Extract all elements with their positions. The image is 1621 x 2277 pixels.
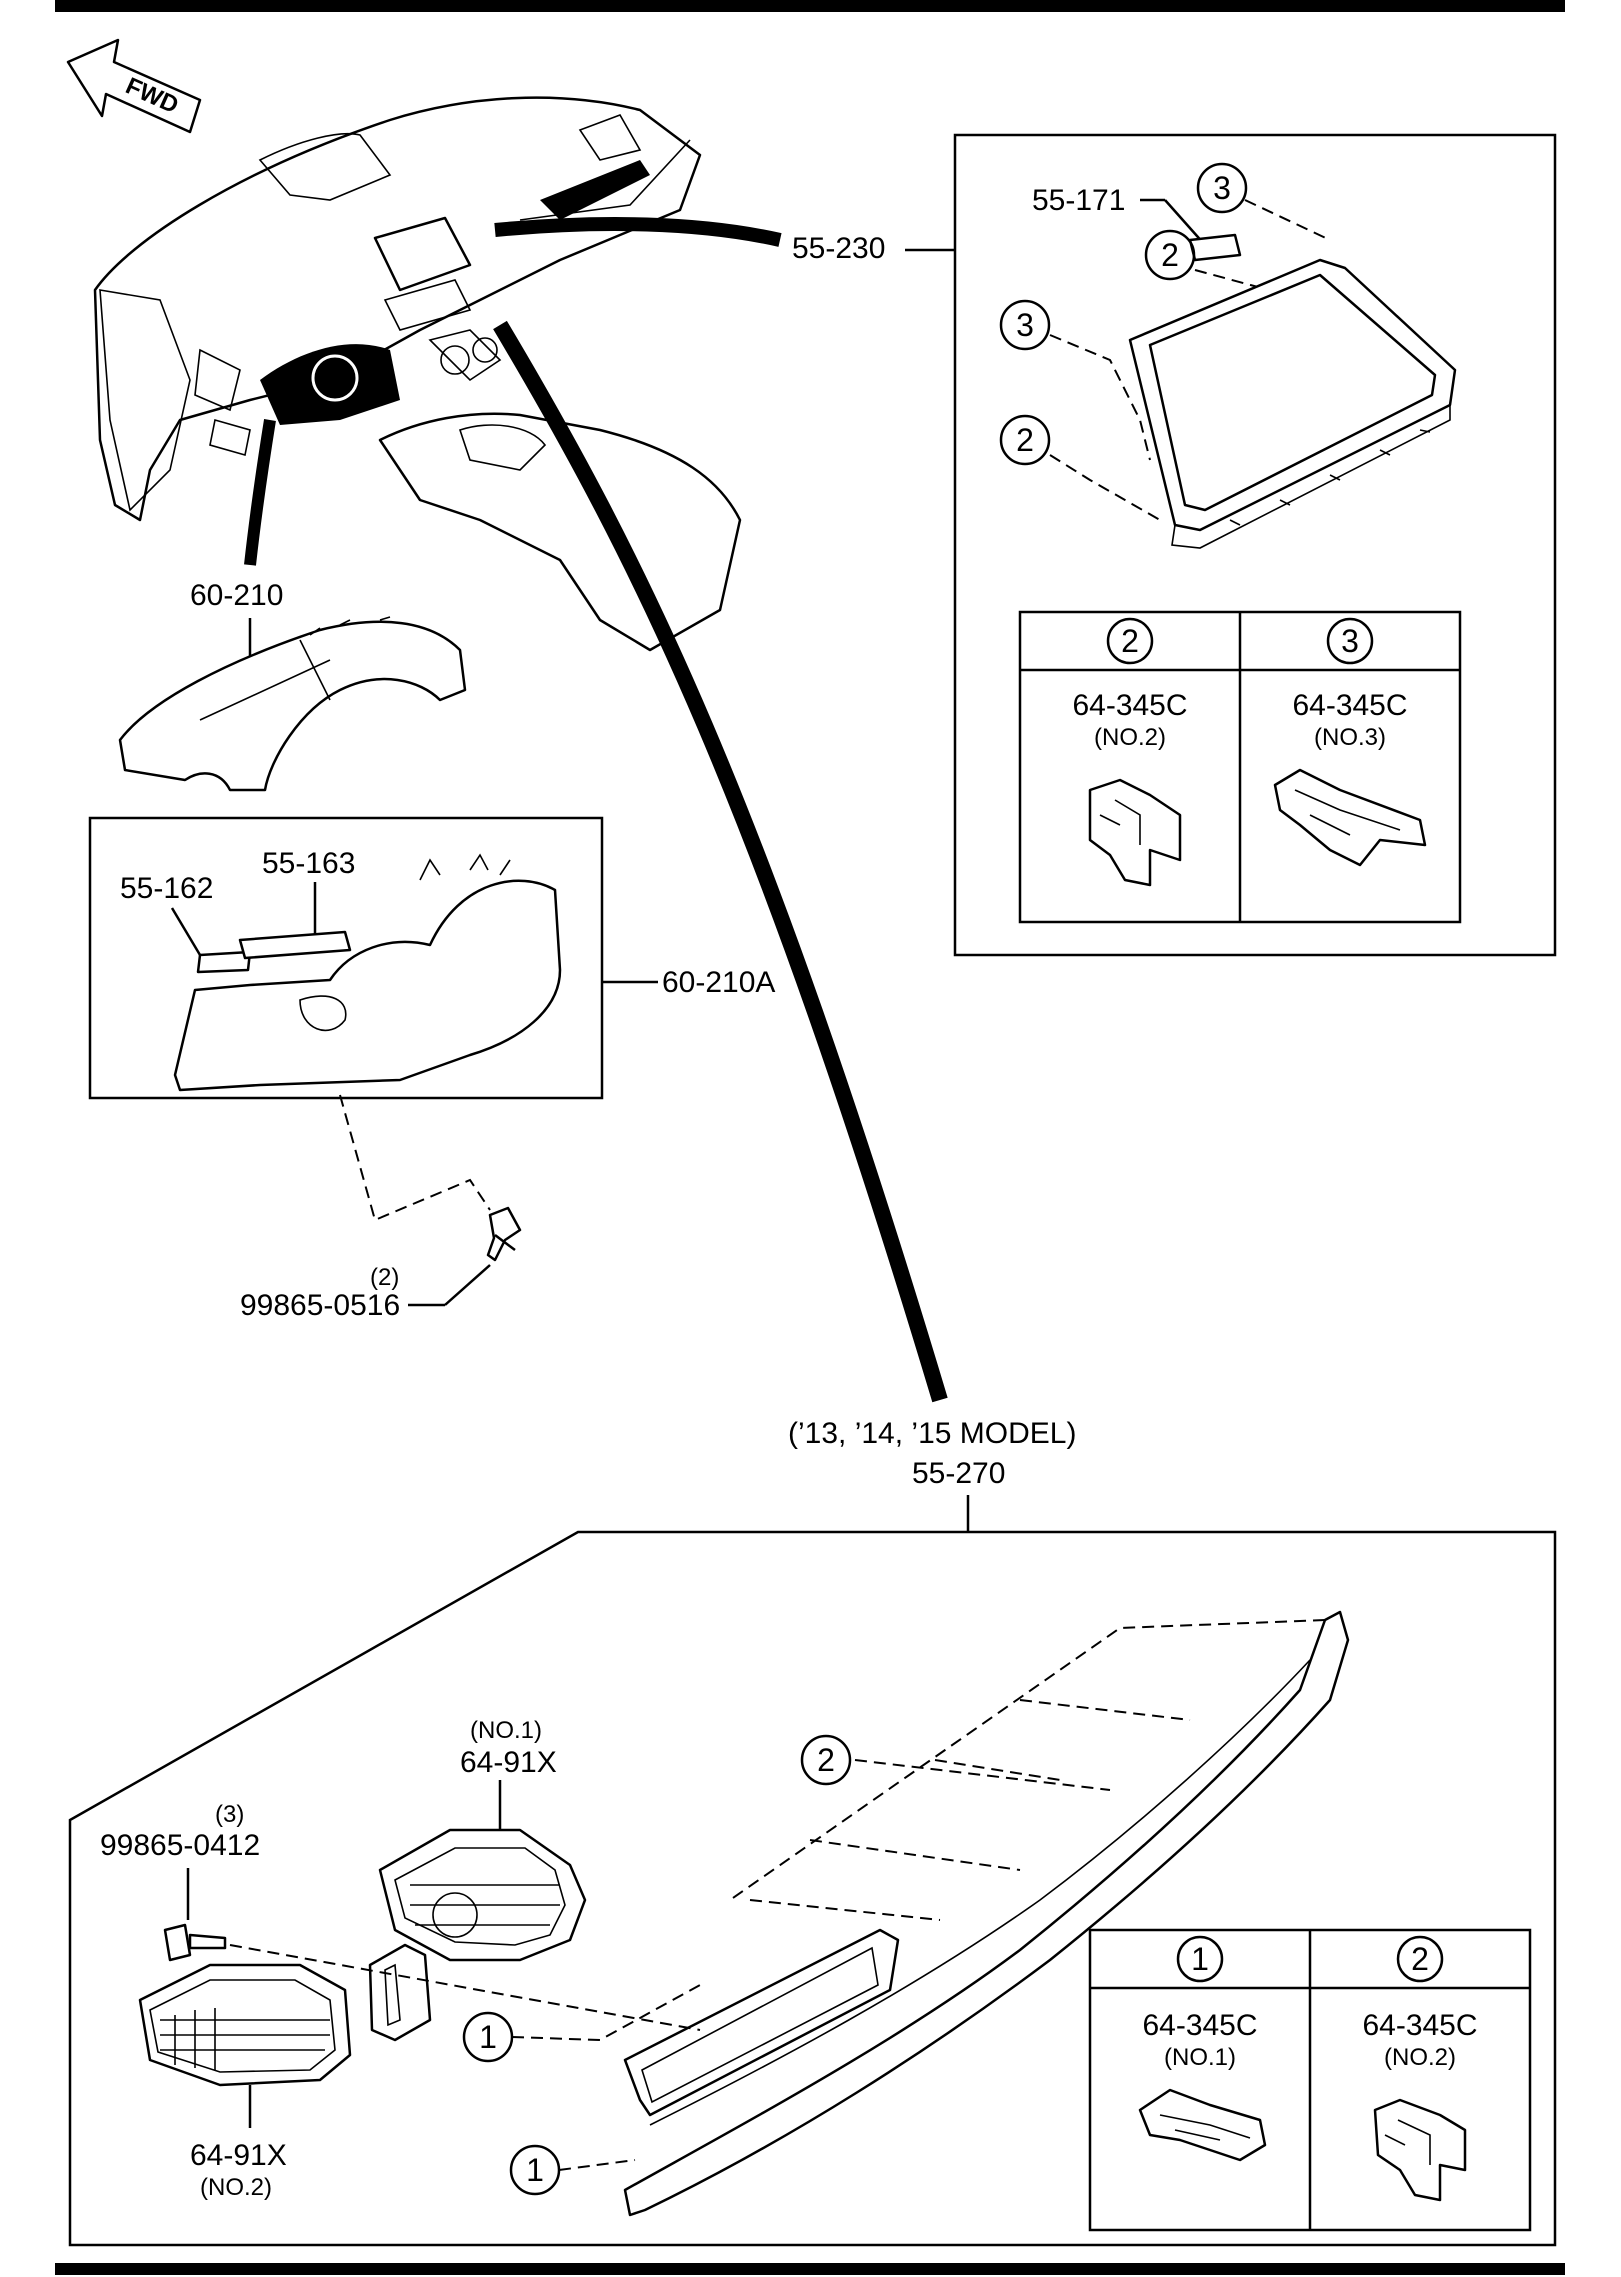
clip-table-bottom-note-2: (NO.2): [1384, 2044, 1456, 2071]
clip-table-top-note-1: (NO.2): [1094, 724, 1166, 751]
clip-table-top-part-2: 64-345C: [1292, 689, 1407, 722]
svg-text:3: 3: [1213, 170, 1231, 206]
clip-table-bottom: 1 2 64-345C (NO.1) 64-345C (NO.2): [1088, 1928, 1532, 2232]
clip-table-top-ref-1: 2: [1121, 623, 1139, 659]
clip-no3-icon: [1273, 768, 1427, 867]
label-60-210: 60-210: [190, 579, 283, 612]
callout-3-a: 3: [1196, 162, 1248, 214]
detail-box-60-210A: [88, 816, 604, 1100]
label-screw-qty-top: (2): [370, 1264, 399, 1291]
callout-1-a: 1: [462, 2011, 514, 2063]
clip-table-bottom-part-2: 64-345C: [1362, 2009, 1477, 2042]
svg-text:3: 3: [1016, 307, 1034, 343]
label-sticker-55-162: [196, 950, 252, 974]
label-55-163: 55-163: [262, 847, 355, 880]
sticker-55-171: [1188, 233, 1242, 262]
clip-table-top-ref-2: 3: [1341, 623, 1359, 659]
svg-text:2: 2: [1161, 237, 1179, 273]
clip-no1-icon: [1138, 2088, 1267, 2162]
clip-table-top-part-1: 64-345C: [1072, 689, 1187, 722]
clip-table-bottom-ref-1: 1: [1191, 1941, 1209, 1977]
label-vent-upper: 64-91X: [460, 1746, 557, 1779]
gauge-cluster: [260, 344, 400, 425]
dashboard-illustration: [93, 96, 742, 652]
label-60-210A: 60-210A: [662, 966, 775, 999]
display-bezel: [1128, 258, 1457, 549]
callout-3-b: 3: [999, 299, 1051, 351]
callout-1-b: 1: [509, 2144, 561, 2196]
callout-2-c: 2: [800, 1734, 852, 1786]
clip-table-bottom-note-1: (NO.1): [1164, 2044, 1236, 2071]
air-vent-bracket: [368, 1943, 432, 2042]
fwd-arrow-icon: FWD: [66, 38, 202, 134]
label-55-270: 55-270: [912, 1457, 1005, 1490]
clip-table-top: 2 3 64-345C (NO.2) 64-345C (NO.3): [1018, 610, 1462, 924]
leader-55-230: [494, 217, 782, 247]
bottom-border: [55, 2263, 1565, 2275]
clip-no2-bottom-icon: [1373, 2098, 1467, 2202]
callout-2-b: 2: [999, 414, 1051, 466]
label-99865-0412: 99865-0412: [100, 1829, 260, 1862]
svg-text:1: 1: [479, 2019, 497, 2055]
label-sticker-55-163: [238, 930, 352, 960]
air-vent-no2: [138, 1963, 352, 2087]
callout-2-a: 2: [1144, 229, 1196, 281]
steering-column-cover-lower: [173, 853, 562, 1092]
label-screw-qty-bottom: (3): [215, 1801, 244, 1828]
clip-no2-icon: [1088, 778, 1182, 887]
clip-table-bottom-part-1: 64-345C: [1142, 2009, 1257, 2042]
svg-text:1: 1: [526, 2152, 544, 2188]
display-opening: [373, 216, 472, 292]
clip-table-bottom-ref-2: 2: [1411, 1941, 1429, 1977]
detail-box-55-270: [68, 1530, 1557, 2247]
detail-box-55-230: [953, 133, 1557, 957]
top-border: [55, 0, 1565, 12]
screw-99865-0516-icon: [486, 1206, 522, 1262]
svg-text:2: 2: [1016, 422, 1034, 458]
steering-column-cover-upper: [118, 616, 467, 792]
dashboard-panel-55-270: [623, 1610, 1350, 2217]
model-note: (’13, ’14, ’15 MODEL): [788, 1417, 1076, 1450]
label-55-162: 55-162: [120, 872, 213, 905]
label-vent-lower-no: (NO.2): [200, 2174, 272, 2201]
label-55-230: 55-230: [792, 232, 885, 265]
leader-60-210: [244, 419, 276, 566]
clip-table-top-note-2: (NO.3): [1314, 724, 1386, 751]
screw-99865-0412-icon: [163, 1923, 227, 1962]
air-vent-no1: [378, 1828, 587, 1962]
label-vent-upper-no: (NO.1): [470, 1717, 542, 1744]
label-vent-lower: 64-91X: [190, 2139, 287, 2172]
label-99865-0516: 99865-0516: [240, 1289, 400, 1322]
leader-55-270: [493, 320, 948, 1403]
svg-text:2: 2: [817, 1742, 835, 1778]
label-55-171: 55-171: [1032, 184, 1125, 217]
